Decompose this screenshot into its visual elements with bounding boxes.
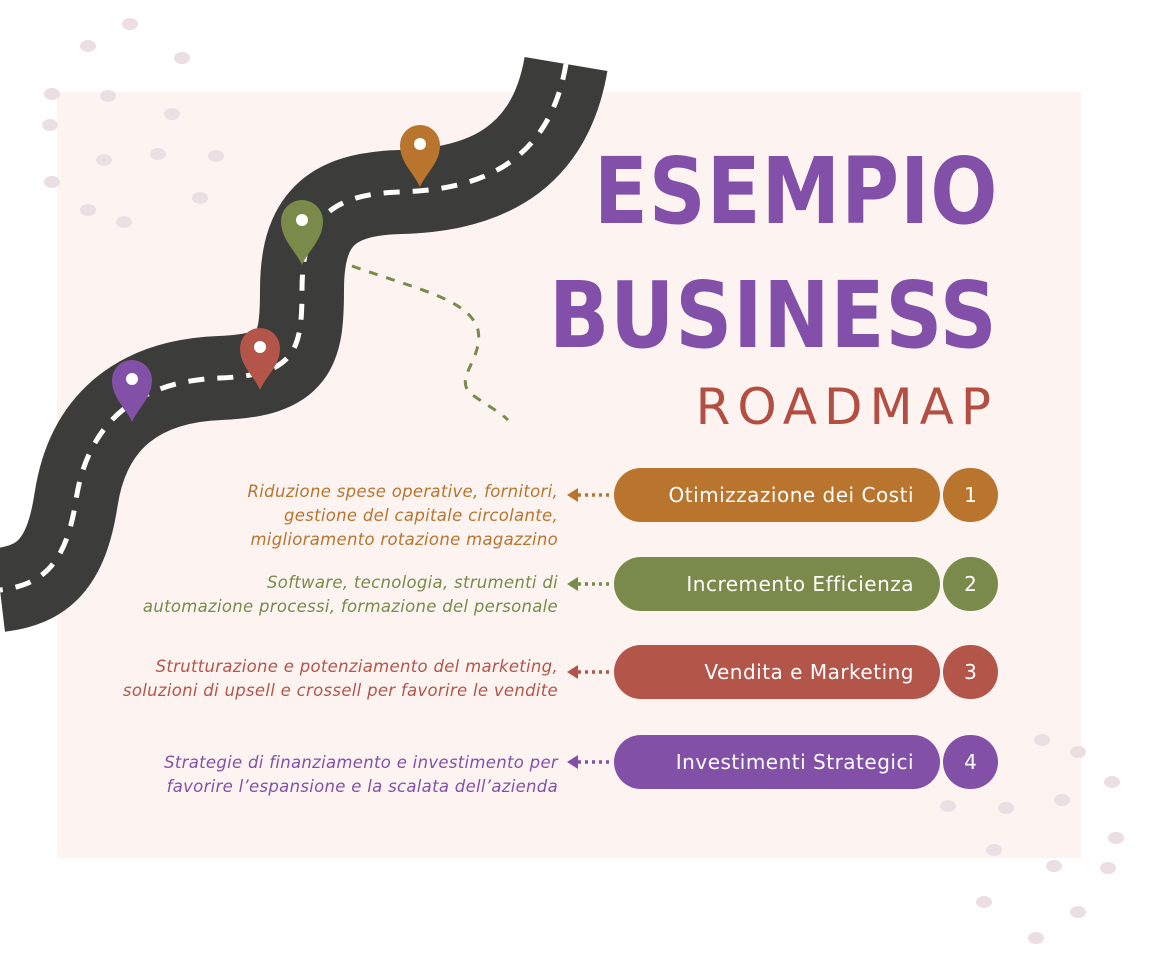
title-line-3: ROADMAP xyxy=(695,378,998,436)
pin-green-icon xyxy=(281,200,323,265)
step-4-description-line: favorire l’espansione e la scalata dell’… xyxy=(166,777,558,796)
step-3-pill: Vendita e Marketing xyxy=(614,645,940,699)
step-3-description-line: soluzioni di upsell e crossell per favor… xyxy=(122,681,558,700)
pin-orange-icon xyxy=(400,125,440,187)
step-2-description-line: automazione processi, formazione del per… xyxy=(142,597,558,616)
title-line-2: BUSINESS xyxy=(549,262,998,369)
step-4-description-line: Strategie di finanziamento e investiment… xyxy=(164,753,558,772)
step-4-pill: Investimenti Strategici xyxy=(614,735,940,789)
step-1-description-line: gestione del capitale circolante, xyxy=(283,506,558,525)
step-2-description-line: Software, tecnologia, strumenti di xyxy=(266,573,558,592)
step-3-description: Strutturazione e potenziamento del marke… xyxy=(78,655,558,703)
step-3-number: 3 xyxy=(943,645,998,699)
step-row-3: Strutturazione e potenziamento del marke… xyxy=(0,645,1166,705)
arrow-left-icon xyxy=(567,488,612,502)
step-4-description: Strategie di finanziamento e investiment… xyxy=(78,751,558,799)
road-center-line xyxy=(0,63,569,593)
step-2-pill: Incremento Efficienza xyxy=(614,557,940,611)
arrow-left-icon xyxy=(567,577,612,591)
dotted-trail xyxy=(351,264,510,422)
step-2-number: 2 xyxy=(943,557,998,611)
step-1-number: 1 xyxy=(943,468,998,522)
arrow-left-icon xyxy=(567,755,612,769)
step-1-pill: Otimizzazione dei Costi xyxy=(614,468,940,522)
step-row-4: Strategie di finanziamento e investiment… xyxy=(0,735,1166,796)
step-1-description-line: Riduzione spese operative, fornitori, xyxy=(247,482,558,501)
pin-purple-icon xyxy=(112,360,152,422)
step-3-description-line: Strutturazione e potenziamento del marke… xyxy=(155,657,558,676)
step-1-description: Riduzione spese operative, fornitori, ge… xyxy=(78,480,558,552)
arrow-left-icon xyxy=(567,665,612,679)
title-line-1: ESEMPIO xyxy=(593,138,998,245)
step-row-2: Software, tecnologia, strumenti di autom… xyxy=(0,557,1166,617)
step-row-1: Riduzione spese operative, fornitori, ge… xyxy=(0,468,1166,549)
step-1-description-line: miglioramento rotazione magazzino xyxy=(250,530,558,549)
pin-red-icon xyxy=(240,328,280,390)
step-4-number: 4 xyxy=(943,735,998,789)
step-2-description: Software, tecnologia, strumenti di autom… xyxy=(78,571,558,619)
